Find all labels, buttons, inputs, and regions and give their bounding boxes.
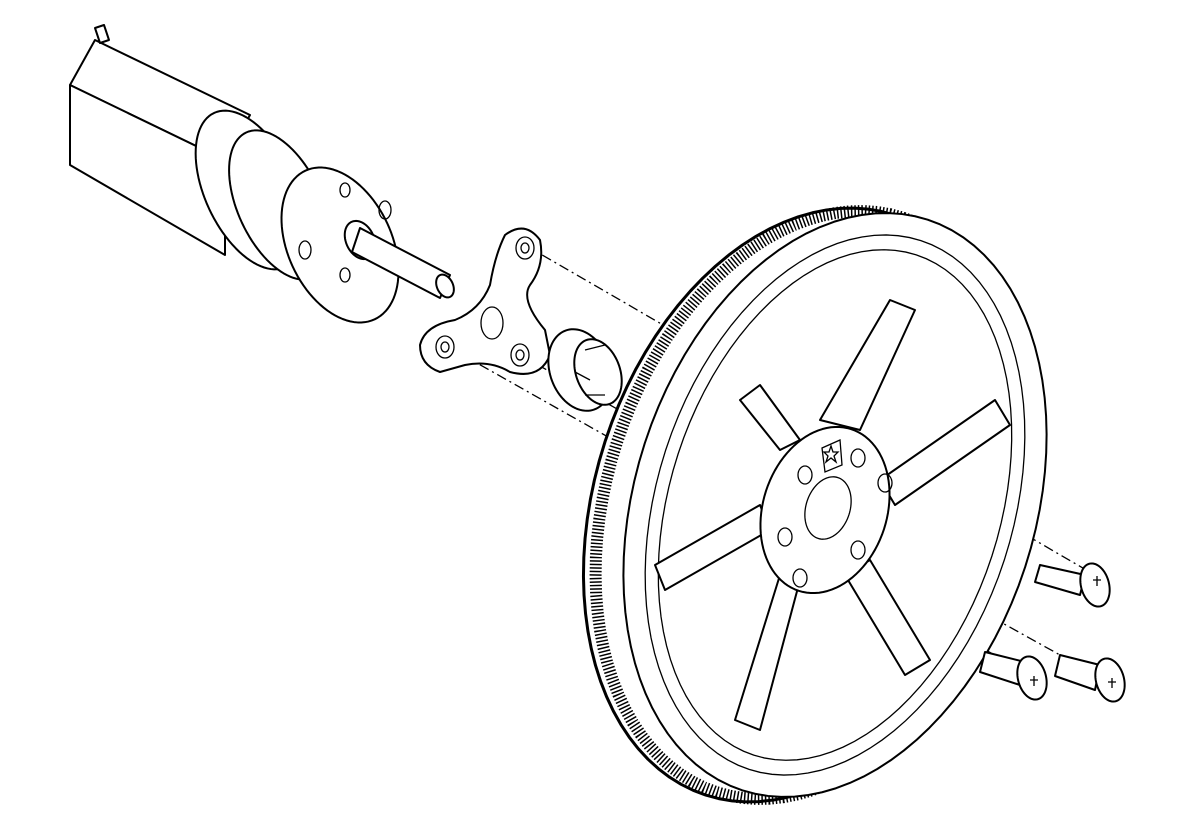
- motor-shaft: [351, 227, 451, 299]
- motor-terminal: [94, 24, 110, 44]
- hub-hole-inner: [515, 349, 525, 361]
- rim-edge: [644, 234, 1026, 776]
- wheel-hole: [850, 448, 866, 468]
- gearbox-face: [280, 166, 400, 324]
- adapter-slots: [574, 344, 606, 396]
- spoke: [819, 299, 916, 431]
- wheel-hole: [777, 527, 793, 547]
- wheel-hole: [877, 473, 893, 493]
- hub-hole-inner: [440, 341, 450, 353]
- spoke: [739, 384, 801, 451]
- adapter-face: [573, 338, 623, 406]
- rim-inner: [657, 249, 1013, 761]
- hub-hole-inner: [520, 242, 530, 254]
- hub-hole: [510, 343, 530, 367]
- screw: [979, 651, 1048, 701]
- screw: [1054, 654, 1126, 703]
- wheel-hole: [797, 465, 813, 485]
- hub-hole: [435, 335, 455, 359]
- wheel-adapter: [547, 328, 623, 412]
- wheel-center-bore: [804, 476, 852, 540]
- mounting-hole: [298, 240, 312, 260]
- mounting-hub: [419, 227, 551, 375]
- screw: [1034, 562, 1111, 608]
- wheel-hole: [850, 540, 866, 560]
- screw-thread: [1034, 564, 1086, 596]
- screw-head: [1094, 657, 1126, 703]
- phillips-icon: [1093, 576, 1101, 586]
- wheel-hole: [792, 568, 808, 588]
- phillips-icon: [1030, 676, 1038, 686]
- motor-can-side: [69, 84, 226, 256]
- phillips-icon: [1108, 678, 1116, 688]
- screw-thread: [1054, 654, 1101, 691]
- mounting-hole: [339, 182, 351, 198]
- hub-plate: [419, 227, 551, 375]
- spokes: [654, 299, 1011, 731]
- screws: [979, 562, 1126, 703]
- shaft-end: [435, 273, 455, 299]
- hub-center-bore: [480, 306, 504, 340]
- mounting-hole: [339, 267, 351, 283]
- mounting-hole: [378, 200, 392, 220]
- wheel: [581, 205, 1048, 805]
- hub-hole: [515, 236, 535, 260]
- logo-icon: [821, 439, 843, 473]
- screw-head: [1079, 562, 1111, 608]
- wheel-hub: [759, 425, 891, 595]
- screw-head: [1016, 655, 1048, 701]
- gearmotor: [69, 24, 455, 324]
